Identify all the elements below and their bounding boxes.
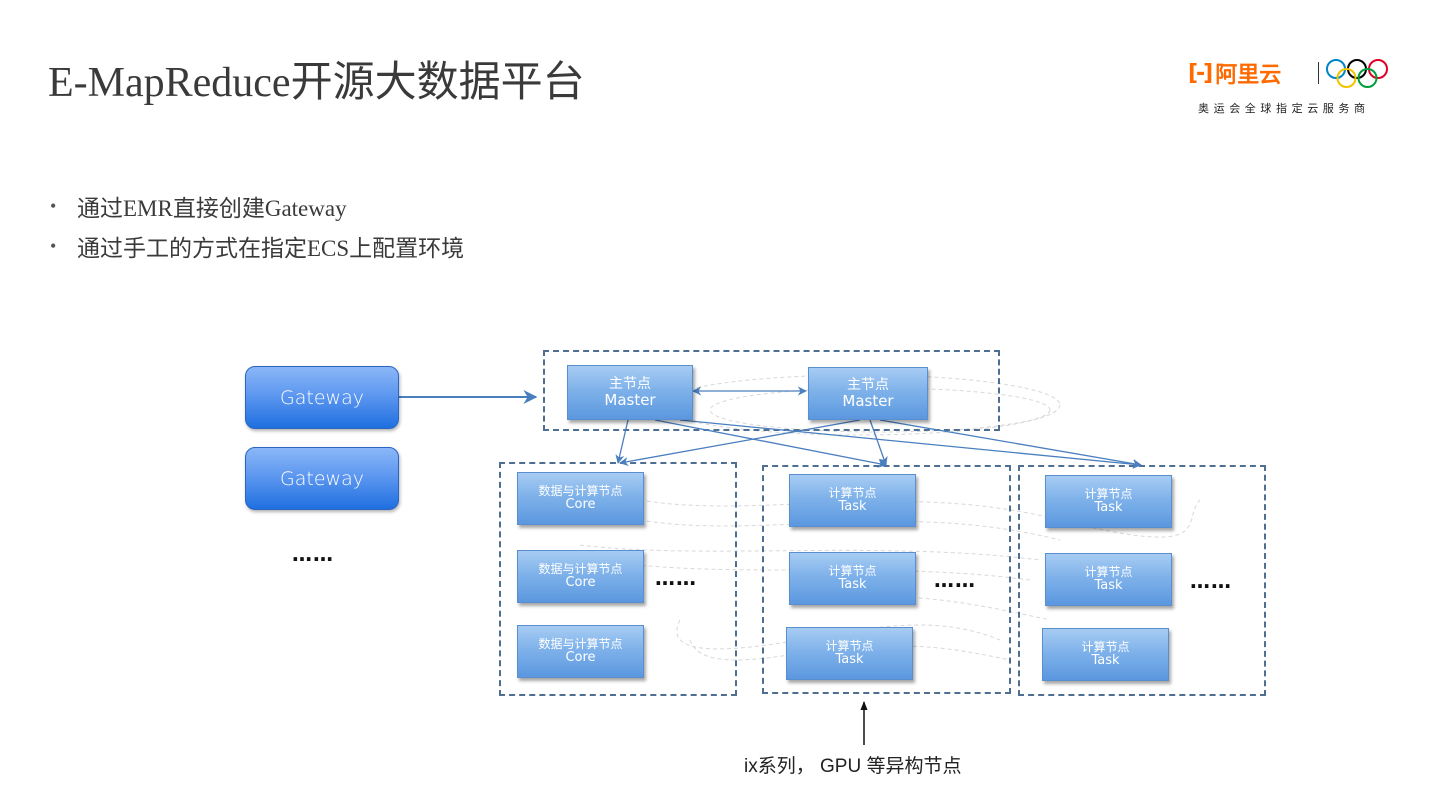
node-label-en: Task xyxy=(835,651,864,667)
slide-title: E-MapReduce开源大数据平台 xyxy=(48,60,585,106)
node-label-cn: 计算节点 xyxy=(1084,486,1133,501)
ring-yellow xyxy=(1336,68,1357,88)
node-label-cn: 计算节点 xyxy=(1081,639,1130,654)
node-label-en: Core xyxy=(565,496,596,512)
node-label-en: Master xyxy=(842,391,894,410)
swirl-curve xyxy=(689,639,1011,661)
gateway-node[interactable]: Gateway xyxy=(245,366,399,429)
node-label-en: Task xyxy=(1091,652,1120,668)
task-group-1-more-ellipsis: …… xyxy=(934,568,976,592)
task-node[interactable]: 计算节点 Task xyxy=(789,552,916,605)
bullet-marker: • xyxy=(50,195,57,216)
olympic-rings-icon xyxy=(1326,59,1388,88)
logo-brand: [-] 阿里云 xyxy=(1188,58,1282,89)
task-group-2-more-ellipsis: …… xyxy=(1190,569,1232,593)
node-label-en: Task xyxy=(838,576,867,592)
master-group xyxy=(543,350,1000,431)
master1-to-task1-arrow xyxy=(654,419,887,468)
logo-brand-name: 阿里云 xyxy=(1215,63,1282,88)
node-label-cn: 数据与计算节点 xyxy=(538,483,623,498)
gateway-more-ellipsis: …… xyxy=(292,542,334,566)
node-label-cn: 数据与计算节点 xyxy=(538,636,623,651)
node-label-cn: 主节点 xyxy=(609,375,651,392)
core-node[interactable]: 数据与计算节点 Core xyxy=(517,550,644,603)
swirl-curve xyxy=(639,499,1201,538)
aliyun-logo: [-] 阿里云 奥运会全球指定云服务商 xyxy=(1188,58,1398,118)
master1-to-core-arrow xyxy=(615,419,629,464)
core-more-ellipsis: …… xyxy=(655,566,697,590)
node-label-cn: 计算节点 xyxy=(1084,564,1133,579)
master-node[interactable]: 主节点 Master xyxy=(567,365,693,420)
node-label-cn: 计算节点 xyxy=(828,563,877,578)
node-label-cn: 计算节点 xyxy=(825,638,874,653)
node-label-cn: 计算节点 xyxy=(828,485,877,500)
swirl-curve xyxy=(639,519,1061,541)
master2-to-task2-arrow xyxy=(879,419,1142,469)
heterogeneous-nodes-caption: ix系列， GPU 等异构节点 xyxy=(744,756,962,777)
node-label-en: Core xyxy=(565,574,596,590)
gateway-node[interactable]: Gateway xyxy=(245,447,399,510)
node-label-en: Task xyxy=(1094,499,1123,515)
node-label-en: Task xyxy=(1094,577,1123,593)
ring-green xyxy=(1357,68,1378,88)
bullet-marker: • xyxy=(50,235,57,256)
bullet-item: • 通过手工的方式在指定ECS上配置环境 xyxy=(50,226,464,266)
swirl-curve xyxy=(579,544,1041,561)
node-label-en: Master xyxy=(604,390,656,409)
task-node[interactable]: 计算节点 Task xyxy=(1045,553,1172,606)
master2-to-task1-arrow xyxy=(869,419,888,466)
task-node[interactable]: 计算节点 Task xyxy=(1042,628,1169,681)
bullet-text: 通过EMR直接创建Gateway xyxy=(77,196,347,221)
task-node[interactable]: 计算节点 Task xyxy=(1045,475,1172,528)
core-node[interactable]: 数据与计算节点 Core xyxy=(517,625,644,678)
master1-to-task2-arrow xyxy=(679,419,1142,469)
logo-tagline: 奥运会全球指定云服务商 xyxy=(1198,102,1370,115)
master2-to-core-arrow xyxy=(619,419,861,467)
swirl-curve xyxy=(709,387,1051,433)
node-label-cn: 数据与计算节点 xyxy=(538,561,623,576)
logo-divider xyxy=(1318,62,1319,84)
bullet-text: 通过手工的方式在指定ECS上配置环境 xyxy=(77,236,465,261)
aliyun-bracket-icon: [-] xyxy=(1188,60,1213,86)
core-node[interactable]: 数据与计算节点 Core xyxy=(517,472,644,525)
bullet-item: • 通过EMR直接创建Gateway xyxy=(50,186,464,226)
node-label-cn: 主节点 xyxy=(847,376,889,393)
node-label-en: Task xyxy=(838,498,867,514)
task-group-2 xyxy=(1018,465,1266,696)
master-node[interactable]: 主节点 Master xyxy=(808,367,928,420)
task-node[interactable]: 计算节点 Task xyxy=(789,474,916,527)
task-node[interactable]: 计算节点 Task xyxy=(786,627,913,680)
bullet-list: • 通过EMR直接创建Gateway • 通过手工的方式在指定ECS上配置环境 xyxy=(50,186,464,266)
node-label-en: Core xyxy=(565,649,596,665)
